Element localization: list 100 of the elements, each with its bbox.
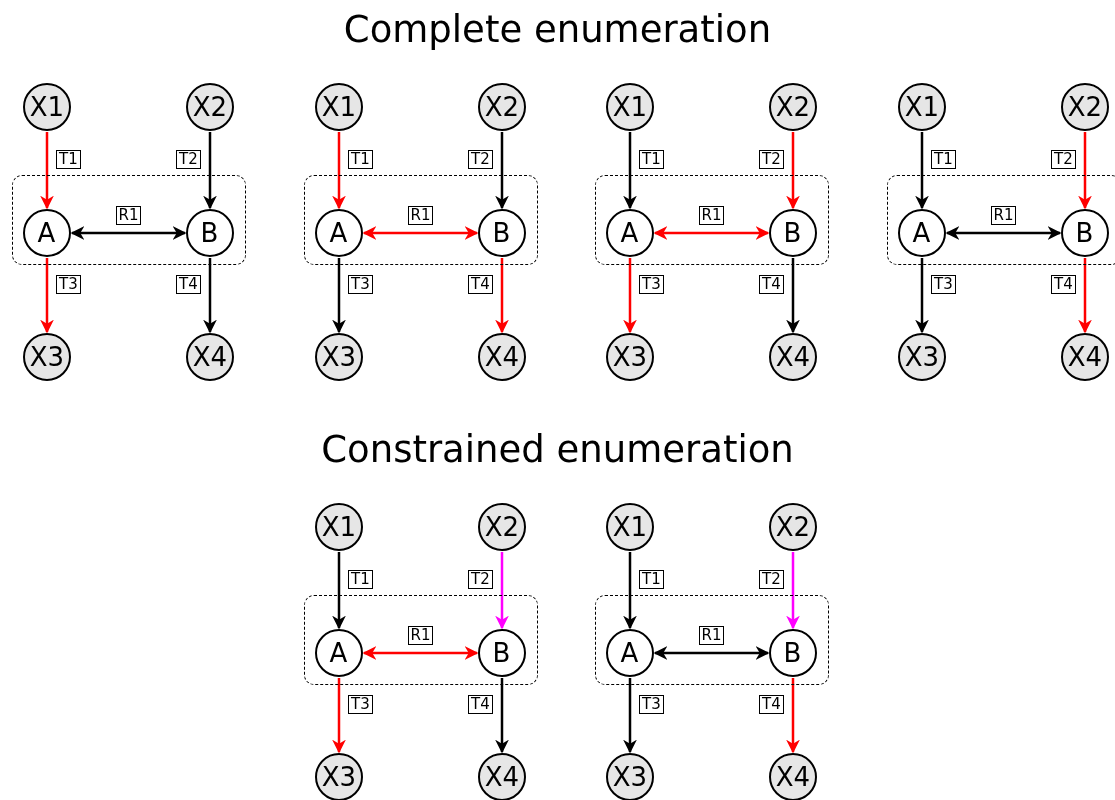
edge-label: T1 bbox=[348, 569, 373, 589]
edge-label: T4 bbox=[759, 694, 784, 714]
state-circle: X2 bbox=[1061, 83, 1109, 131]
edge-label: R1 bbox=[990, 206, 1017, 225]
edge-label: T4 bbox=[759, 274, 784, 294]
arrow bbox=[786, 552, 800, 630]
arrow bbox=[945, 226, 1062, 240]
arrow bbox=[915, 132, 929, 210]
edge-label: T3 bbox=[348, 694, 373, 714]
state-circle: X3 bbox=[606, 333, 654, 381]
edge-label: T2 bbox=[468, 149, 493, 169]
state-circle: A bbox=[897, 208, 946, 257]
edge-label: T4 bbox=[468, 694, 493, 714]
edge-label: T4 bbox=[468, 274, 493, 294]
state-circle: A bbox=[314, 628, 363, 677]
arrow bbox=[623, 132, 637, 210]
arrow bbox=[653, 226, 770, 240]
state-circle: X4 bbox=[1061, 333, 1109, 381]
state-circle: B bbox=[477, 628, 526, 677]
edge-label: T1 bbox=[931, 149, 956, 169]
state-circle: X2 bbox=[769, 83, 817, 131]
state-circle: X3 bbox=[315, 753, 363, 800]
edge-label: T1 bbox=[348, 149, 373, 169]
edge-label: T2 bbox=[176, 149, 201, 169]
state-circle: X4 bbox=[769, 333, 817, 381]
edge-label: T1 bbox=[639, 569, 664, 589]
state-circle: X1 bbox=[23, 83, 71, 131]
arrow bbox=[70, 226, 187, 240]
state-circle: X3 bbox=[315, 333, 363, 381]
state-circle: B bbox=[1060, 208, 1109, 257]
arrow bbox=[623, 552, 637, 630]
state-circle: X4 bbox=[769, 753, 817, 800]
edge-label: T2 bbox=[1051, 149, 1076, 169]
dashed-group-box bbox=[304, 175, 538, 265]
state-circle: X1 bbox=[606, 503, 654, 551]
edge-label: T1 bbox=[639, 149, 664, 169]
edge-label: T3 bbox=[56, 274, 81, 294]
edge-label: R1 bbox=[115, 206, 142, 225]
arrow bbox=[40, 132, 54, 210]
state-circle: X4 bbox=[186, 333, 234, 381]
arrow bbox=[623, 678, 637, 754]
edge-label: T2 bbox=[759, 149, 784, 169]
dashed-group-box bbox=[595, 595, 829, 685]
state-circle: X1 bbox=[315, 83, 363, 131]
arrow bbox=[203, 258, 217, 334]
arrow bbox=[332, 258, 346, 334]
state-circle: X3 bbox=[898, 333, 946, 381]
state-circle: A bbox=[605, 208, 654, 257]
state-circle: B bbox=[185, 208, 234, 257]
edge-label: T3 bbox=[639, 694, 664, 714]
edge-label: T3 bbox=[348, 274, 373, 294]
arrow bbox=[915, 258, 929, 334]
arrow bbox=[203, 132, 217, 210]
state-circle: X2 bbox=[478, 503, 526, 551]
arrow bbox=[495, 258, 509, 334]
dashed-group-box bbox=[12, 175, 246, 265]
state-circle: X1 bbox=[606, 83, 654, 131]
state-circle: A bbox=[22, 208, 71, 257]
arrow bbox=[362, 646, 479, 660]
state-circle: A bbox=[314, 208, 363, 257]
arrow bbox=[332, 552, 346, 630]
dashed-group-box bbox=[595, 175, 829, 265]
state-circle: X2 bbox=[478, 83, 526, 131]
state-circle: X3 bbox=[606, 753, 654, 800]
edge-label: R1 bbox=[698, 626, 725, 645]
arrow bbox=[623, 258, 637, 334]
dashed-group-box bbox=[304, 595, 538, 685]
arrow bbox=[495, 132, 509, 210]
edge-label: T1 bbox=[56, 149, 81, 169]
state-circle: X1 bbox=[315, 503, 363, 551]
edge-label: R1 bbox=[407, 206, 434, 225]
arrow bbox=[1078, 132, 1092, 210]
diagram-title: Complete enumeration bbox=[342, 8, 773, 52]
state-circle: X1 bbox=[898, 83, 946, 131]
state-circle: B bbox=[768, 208, 817, 257]
arrow bbox=[362, 226, 479, 240]
arrow bbox=[332, 678, 346, 754]
edge-label: T4 bbox=[1051, 274, 1076, 294]
arrow bbox=[1078, 258, 1092, 334]
edge-label: R1 bbox=[698, 206, 725, 225]
state-circle: X2 bbox=[769, 503, 817, 551]
edge-label: T3 bbox=[639, 274, 664, 294]
arrow bbox=[786, 132, 800, 210]
arrow bbox=[332, 132, 346, 210]
edge-label: T2 bbox=[759, 569, 784, 589]
arrow bbox=[495, 678, 509, 754]
state-circle: X4 bbox=[478, 333, 526, 381]
arrow bbox=[653, 646, 770, 660]
edge-label: T2 bbox=[468, 569, 493, 589]
state-circle: B bbox=[768, 628, 817, 677]
edge-label: T3 bbox=[931, 274, 956, 294]
state-circle: B bbox=[477, 208, 526, 257]
edge-label: T4 bbox=[176, 274, 201, 294]
edge-label: R1 bbox=[407, 626, 434, 645]
arrow bbox=[40, 258, 54, 334]
arrow bbox=[495, 552, 509, 630]
state-circle: A bbox=[605, 628, 654, 677]
arrow bbox=[786, 258, 800, 334]
state-circle: X3 bbox=[23, 333, 71, 381]
state-circle: X4 bbox=[478, 753, 526, 800]
